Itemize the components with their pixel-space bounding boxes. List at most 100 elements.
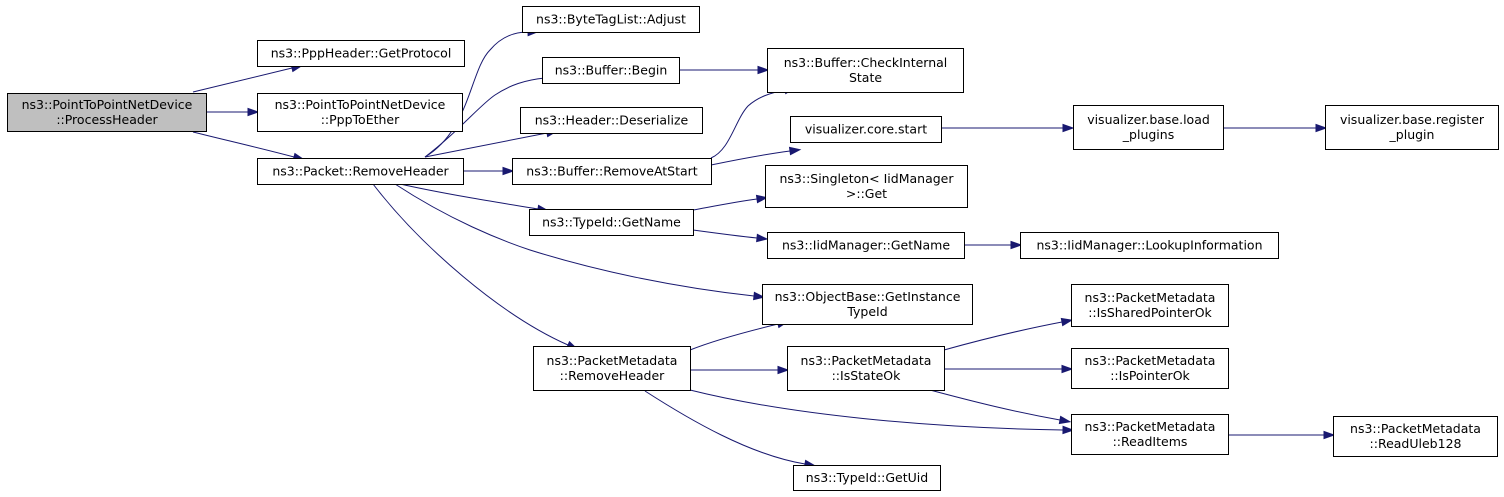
edge-n15-n22: [929, 389, 1072, 425]
edge-arrowhead: [755, 194, 769, 204]
graph-node[interactable]: ns3::PointToPointNetDevice::ProcessHeade…: [7, 93, 207, 132]
edge-line: [192, 67, 293, 93]
graph-node[interactable]: ns3::PacketMetadata::IsPointerOk: [1071, 348, 1229, 389]
edge-n3-n9: [372, 183, 579, 350]
edge-n9-n15: [690, 365, 790, 375]
graph-node[interactable]: ns3::PppHeader::GetProtocol: [257, 40, 465, 67]
node-label: ns3::PacketMetadata: [1085, 353, 1216, 368]
edge-n0-n1: [192, 63, 304, 93]
node-label: ns3::TypeId::GetUid: [806, 470, 928, 485]
edge-line: [692, 198, 758, 211]
edge-arrowhead: [753, 291, 766, 301]
node-box: [793, 465, 941, 491]
edge-n8-n12: [692, 194, 769, 211]
edge-line: [710, 150, 791, 166]
node-box: [767, 48, 964, 93]
edge-n0-n2: [206, 107, 260, 117]
graph-node[interactable]: ns3::ByteTagList::Adjust: [522, 6, 700, 33]
graph-node[interactable]: ns3::PacketMetadata::RemoveHeader: [533, 346, 691, 391]
node-box: [257, 158, 464, 185]
node-label: State: [849, 70, 882, 85]
node-label: ns3::IidManager::GetName: [782, 238, 950, 253]
graph-node[interactable]: visualizer.base.register_plugin: [1325, 105, 1499, 150]
node-label: ::IsStateOk: [832, 368, 902, 383]
node-label: visualizer.core.start: [805, 122, 927, 137]
node-box: [542, 57, 680, 84]
graph-node[interactable]: ns3::PacketMetadata::ReadUleb128: [1333, 416, 1498, 457]
edge-line: [372, 183, 569, 346]
node-label: ::IsPointerOk: [1110, 368, 1190, 383]
graph-node[interactable]: ns3::Singleton< IidManager>::Get: [765, 165, 968, 208]
graph-node[interactable]: ns3::Packet::RemoveHeader: [257, 158, 464, 185]
graph-node[interactable]: ns3::Header::Deserialize: [520, 107, 703, 134]
node-box: [1333, 416, 1498, 457]
node-box: [257, 93, 463, 132]
node-box: [522, 6, 700, 33]
edge-n7-n10: [710, 85, 797, 159]
edge-n3-n14: [394, 183, 766, 301]
node-label: ::ProcessHeader: [56, 112, 158, 127]
edge-arrowhead: [1058, 415, 1072, 425]
node-label: ns3::PacketMetadata: [547, 353, 678, 368]
node-box: [762, 284, 973, 325]
edge-n15-n20: [943, 317, 1074, 351]
edge-arrowhead: [1010, 240, 1023, 250]
node-box: [1073, 105, 1224, 150]
node-label: ns3::Buffer::Begin: [555, 63, 668, 78]
node-label: ns3::ObjectBase::GetInstance: [775, 289, 961, 304]
node-box: [1071, 414, 1229, 455]
node-label: ns3::IidManager::LookupInformation: [1036, 238, 1262, 253]
graph-node[interactable]: visualizer.base.load_plugins: [1073, 105, 1224, 150]
graph-node[interactable]: ns3::IidManager::GetName: [767, 232, 965, 259]
edge-line: [424, 132, 548, 158]
node-box: [512, 158, 712, 185]
node-label: ns3::TypeId::GetName: [542, 215, 681, 230]
node-box: [1325, 105, 1499, 150]
node-label: _plugins: [1122, 127, 1174, 142]
node-label: ns3::PointToPointNetDevice: [22, 97, 193, 112]
graph-node[interactable]: ns3::Buffer::RemoveAtStart: [512, 158, 712, 185]
node-label: ns3::PacketMetadata: [1085, 419, 1216, 434]
edge-arrowhead: [788, 146, 802, 156]
graph-node[interactable]: ns3::IidManager::LookupInformation: [1020, 232, 1279, 259]
graph-node[interactable]: ns3::TypeId::GetName: [529, 209, 694, 236]
graph-node[interactable]: visualizer.core.start: [790, 116, 942, 143]
edge-line: [929, 389, 1061, 421]
graph-node[interactable]: ns3::Buffer::Begin: [542, 57, 680, 84]
nodes-layer: ns3::PointToPointNetDevice::ProcessHeade…: [7, 6, 1499, 491]
edge-n17-n18: [1223, 123, 1328, 133]
edge-n9-n16: [644, 390, 817, 469]
graph-node[interactable]: ns3::PacketMetadata::ReadItems: [1071, 414, 1229, 455]
node-label: visualizer.base.register: [1340, 112, 1485, 127]
edge-n0-n3: [192, 131, 306, 162]
node-label: ns3::PacketMetadata: [801, 353, 932, 368]
node-label: ns3::PointToPointNetDevice: [275, 97, 446, 112]
edge-line: [689, 389, 1064, 431]
edge-arrowhead: [502, 166, 515, 176]
edge-arrowhead: [247, 107, 260, 117]
node-label: ns3::ByteTagList::Adjust: [536, 12, 686, 27]
graph-node[interactable]: ns3::TypeId::GetUid: [793, 465, 941, 491]
edge-n13-n19: [964, 240, 1023, 250]
node-label: ::ReadItems: [1113, 434, 1188, 449]
edge-n11-n17: [941, 123, 1075, 133]
edge-arrowhead: [1062, 123, 1075, 133]
edge-line: [399, 183, 539, 210]
node-label: ns3::PacketMetadata: [1350, 421, 1481, 436]
edge-line: [692, 229, 758, 239]
node-label: ::IsSharedPointerOk: [1088, 305, 1212, 320]
node-label: ns3::Header::Deserialize: [535, 113, 689, 128]
node-label: ::PppToEther: [321, 112, 400, 127]
edge-n3-n7: [463, 166, 515, 176]
edge-line: [943, 321, 1063, 351]
graph-node[interactable]: ns3::PacketMetadata::IsSharedPointerOk: [1071, 284, 1229, 327]
edge-n9-n22: [689, 389, 1075, 435]
edge-line: [424, 77, 546, 158]
graph-node[interactable]: ns3::PointToPointNetDevice::PppToEther: [257, 93, 463, 132]
node-label: ::ReadUleb128: [1370, 436, 1462, 451]
graph-node[interactable]: ns3::PacketMetadata::IsStateOk: [787, 346, 945, 391]
edge-line: [710, 89, 786, 159]
edge-n5-n10: [679, 65, 770, 75]
